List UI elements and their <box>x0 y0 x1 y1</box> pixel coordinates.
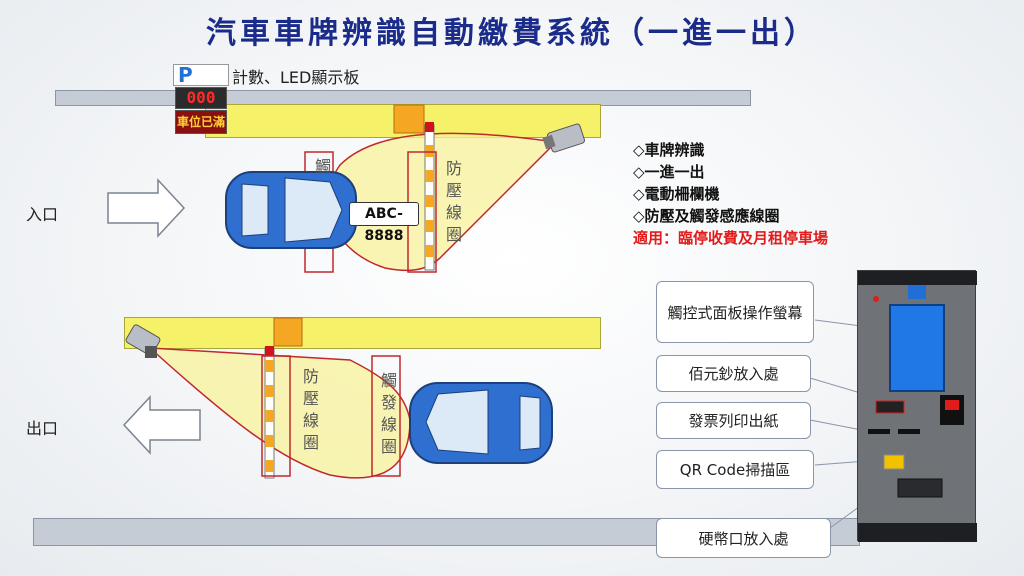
entry-car <box>225 171 357 249</box>
receipt-slot <box>868 429 890 434</box>
feature-item: ◇一進一出 <box>633 163 705 181</box>
qr-scan-callout: QR Code掃描區 <box>656 450 814 489</box>
entry-anti-press-coil-label: 防壓線圈 <box>443 160 462 248</box>
sign-caption: 計數、LED顯示板 <box>232 68 360 87</box>
exit-arrow-icon <box>122 395 201 455</box>
license-plate: ABC-8888 <box>349 202 419 244</box>
feature-item: ◇防壓及觸發感應線圈 <box>633 207 780 225</box>
applicable-note: 適用：臨停收費及月租停車場 <box>633 229 829 247</box>
receipt-paper-callout: 發票列印出紙 <box>656 402 811 439</box>
feature-list: ◇車牌辨識 ◇一進一出 ◇電動柵欄機 ◇防壓及觸發感應線圈 適用：臨停收費及月租… <box>633 139 828 249</box>
feature-item: ◇電動柵欄機 <box>633 185 720 203</box>
coin-slot-callout: 硬幣口放入處 <box>656 518 831 558</box>
entrance-arrow-icon <box>107 178 186 238</box>
feature-item: ◇車牌辨識 <box>633 141 705 159</box>
led-display-board: P 000 車位已滿 <box>173 64 229 136</box>
coin-slot <box>897 478 943 498</box>
exit-lane <box>124 317 601 349</box>
parking-p-icon: P <box>173 64 229 86</box>
exit-trigger-coil <box>371 355 401 477</box>
page-title: 汽車車牌辨識自動繳費系統（一進一出） <box>206 16 818 51</box>
exit-anti-press-coil-label: 防壓線圈 <box>300 368 319 456</box>
exit-trigger-coil-label: 觸發線圈 <box>378 372 397 460</box>
touch-screen-callout: 觸控式面板操作螢幕 <box>656 281 814 343</box>
exit-car <box>409 382 553 464</box>
full-indicator: 車位已滿 <box>175 110 227 134</box>
entry-trigger-coil-label: 觸 <box>312 158 331 180</box>
entry-camera-icon <box>542 123 585 153</box>
bill-slot <box>875 400 905 414</box>
entrance-label: 入口 <box>26 205 59 224</box>
entry-barrier-motor <box>393 104 425 134</box>
exit-label: 出口 <box>26 419 59 438</box>
kiosk-graphics <box>858 271 977 542</box>
exit-camera-icon <box>125 324 161 358</box>
qr-scanner <box>883 454 905 470</box>
space-counter: 000 <box>175 87 227 109</box>
payment-kiosk <box>857 270 977 542</box>
exit-anti-press-coil <box>261 355 291 477</box>
bill-slot-callout: 佰元鈔放入處 <box>656 355 811 392</box>
exit-barrier-motor <box>273 317 303 347</box>
touch-screen <box>889 304 945 392</box>
